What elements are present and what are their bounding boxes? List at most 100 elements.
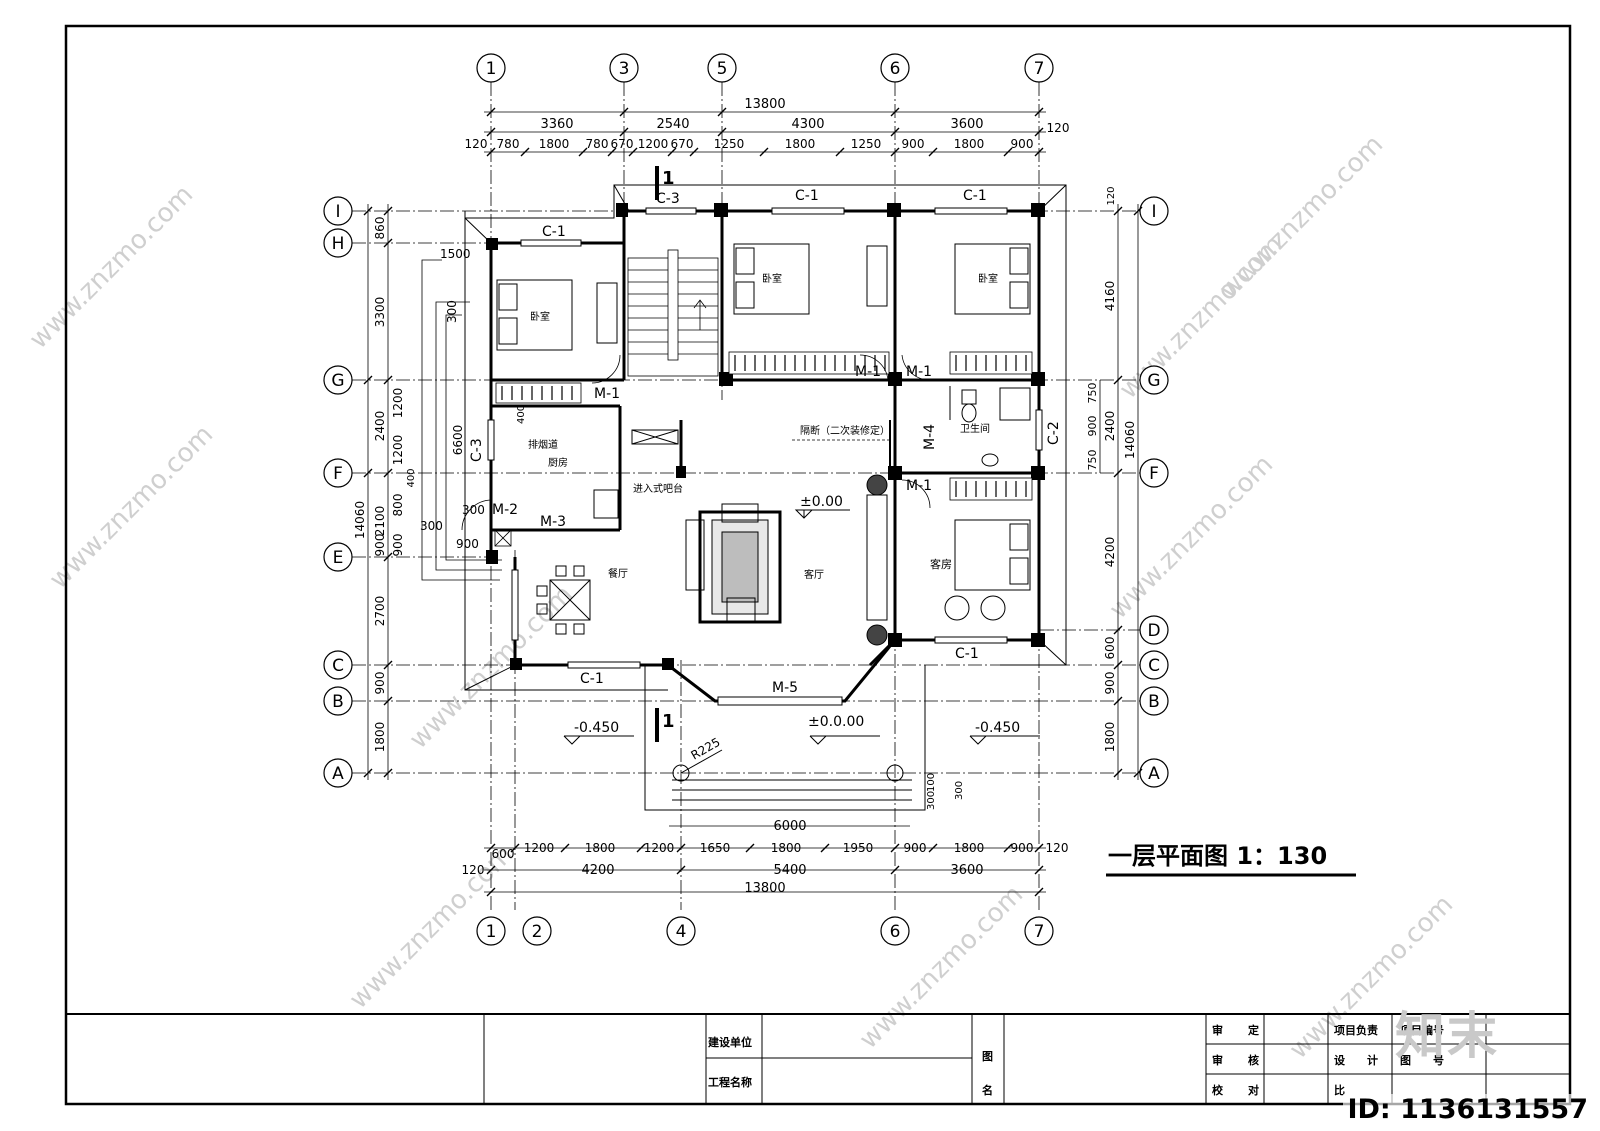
door-m2: M-2	[492, 502, 518, 518]
dim-top-small: 670	[611, 137, 634, 151]
dim-left-mid: 900	[373, 672, 387, 695]
axis-left-I: I	[335, 202, 340, 222]
window-c2: C-2	[1046, 421, 1062, 445]
dim-top-total: 13800	[744, 97, 785, 112]
axis-right-A: A	[1148, 764, 1160, 784]
level-right: -0.450	[975, 720, 1020, 736]
dim-bottom-small: 1650	[700, 841, 731, 855]
door-labels: M-1 M-1 M-1 M-1 M-2 M-3 M-4 M-5	[492, 364, 938, 696]
project-no-label: 项目编号	[1400, 1023, 1444, 1037]
dim-300e: 300	[954, 781, 965, 800]
level-labels: ±0.00 ±0.0.00 -0.450 -0.450	[574, 494, 1020, 736]
design-label: 设 计	[1334, 1053, 1378, 1067]
drawing-name-label-b: 名	[982, 1083, 993, 1097]
dim-300d: 300	[926, 791, 937, 810]
dimension-texts-bottom: 600 1200 1800 1200 1650 1800 1950 900 18…	[462, 819, 1069, 896]
columns	[486, 203, 1045, 670]
axis-bottom-7: 7	[1034, 922, 1045, 942]
axis-right-C: C	[1148, 656, 1160, 676]
axis-right-G: G	[1147, 371, 1160, 391]
window-c1-a: C-1	[542, 224, 566, 240]
build-unit-label: 建设单位	[708, 1035, 752, 1049]
dim-left-inner: 800	[391, 494, 405, 517]
dim-top-small: 1800	[539, 137, 570, 151]
door-m1-a: M-1	[594, 386, 620, 402]
dim-bottom-small: 1950	[843, 841, 874, 855]
dim-top-mid: 3360	[540, 117, 573, 132]
dim-left-mid: 3300	[373, 297, 387, 328]
logo-watermark: 知末	[1395, 1007, 1499, 1065]
section-marks	[655, 166, 659, 742]
room-bed3: 卧室	[978, 272, 998, 285]
room-flue: 排烟道	[528, 438, 558, 451]
dim-top-small: 670	[671, 137, 694, 151]
dim-left-mid: 900	[373, 534, 387, 557]
dim-right-mid: 4200	[1103, 537, 1117, 568]
section-bottom-label: 1	[662, 711, 675, 732]
level-living: ±0.00	[800, 494, 843, 510]
dim-left-mid: 1800	[373, 722, 387, 753]
axis-right-B: B	[1148, 692, 1160, 712]
dim-right-total: 14060	[1123, 421, 1137, 459]
dim-right-mid: 1800	[1103, 722, 1117, 753]
sheet-no-label: 图 号	[1400, 1054, 1444, 1067]
dim-top-mid: 2540	[656, 117, 689, 132]
title-block	[66, 1013, 1570, 1104]
scale-label: 比	[1334, 1083, 1345, 1097]
title-block-text: 建设单位 工程名称 图 名 审 定 审 核 校 对 项目负责 设 计 比 项目编…	[708, 1023, 1444, 1097]
drawing-name-label-a: 图	[982, 1050, 993, 1063]
axis-bubbles	[323, 53, 1169, 946]
dim-bottom-small: 900	[904, 841, 927, 855]
axis-right-I: I	[1151, 202, 1156, 222]
dim-left-mid: 2100	[373, 506, 387, 537]
beds	[496, 243, 1031, 621]
dim-right-inner: 750	[1086, 450, 1099, 471]
door-m4: M-4	[922, 424, 938, 450]
dim-top-small: 1800	[954, 137, 985, 151]
window-c3-left: C-3	[469, 438, 485, 462]
project-lead-label: 项目负责	[1334, 1023, 1378, 1037]
room-guest: 客房	[930, 557, 952, 571]
dim-900: 900	[456, 537, 479, 551]
axis-left-C: C	[332, 656, 344, 676]
dim-left-inner: 1200	[391, 435, 405, 466]
dim-right-mid: 600	[1103, 637, 1117, 660]
dim-right-mid: 4160	[1103, 281, 1117, 312]
dim-left-mid: 860	[373, 217, 387, 240]
dim-top-small: 120	[465, 137, 488, 151]
dim-left-inner: 1200	[391, 388, 405, 419]
dim-right-inner: 900	[1086, 416, 1099, 437]
dim-right-inner: 750	[1086, 383, 1099, 404]
exterior-path	[421, 259, 502, 581]
axis-bottom-2: 2	[532, 922, 543, 942]
room-bath: 卫生间	[960, 422, 990, 435]
dim-top-small: 1800	[785, 137, 816, 151]
room-bed2: 卧室	[762, 272, 782, 285]
window-c1-d: C-1	[580, 671, 604, 687]
axis-bottom-1: 1	[486, 922, 497, 942]
room-bar: 进入式吧台	[633, 482, 683, 495]
dimension-lines	[367, 111, 1139, 893]
dim-right-mid: 900	[1103, 672, 1117, 695]
project-name-label: 工程名称	[708, 1075, 752, 1089]
dim-top-small: 780	[586, 137, 609, 151]
room-dining: 餐厅	[608, 567, 628, 580]
dim-bottom-small: 1800	[954, 841, 985, 855]
door-swings	[461, 354, 931, 547]
dim-top-mid: 3600	[950, 117, 983, 132]
dim-300b: 300	[462, 503, 485, 517]
axis-right-D: D	[1147, 621, 1160, 641]
room-living: 客厅	[804, 568, 824, 581]
door-m5: M-5	[772, 680, 798, 696]
dimension-texts-top: 13800 3360 2540 4300 3600 120 780 1800 7…	[465, 97, 1070, 151]
dim-top-small: 120	[1047, 121, 1070, 135]
room-bed1: 卧室	[530, 310, 550, 323]
axis-bottom-4: 4	[676, 922, 687, 942]
dim-left-mid: 2400	[373, 411, 387, 442]
dim-bottom-small: 900	[1011, 841, 1034, 855]
dim-left-inner: 400	[406, 468, 417, 487]
window-c1-e: C-1	[955, 646, 979, 662]
dim-bottom-small: 120	[1046, 841, 1069, 855]
level-symbols	[563, 509, 1040, 745]
